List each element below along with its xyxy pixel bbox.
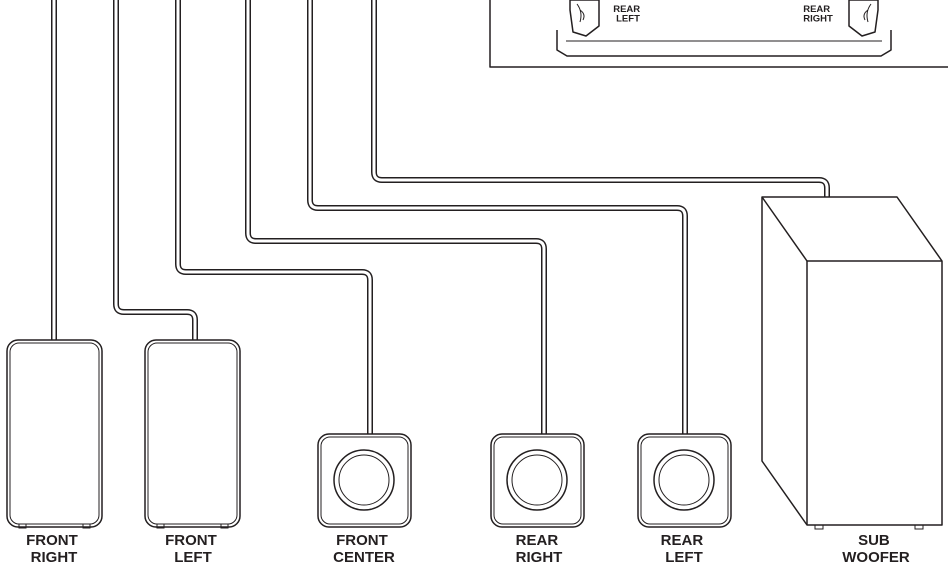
front-center-speaker (317, 433, 412, 528)
panel-rear-right-label: REAR RIGHT (803, 4, 833, 25)
rear-left-label: REAR LEFT (661, 532, 708, 566)
front-right-speaker (6, 339, 103, 529)
cable-front-center (175, 0, 373, 434)
listening-position-panel: REAR LEFT REAR RIGHT (489, 0, 948, 68)
cable-front-left (113, 0, 198, 340)
panel-rear-left-speaker-icon (569, 0, 600, 37)
front-left-speaker (144, 339, 241, 529)
panel-rear-right-speaker-icon (848, 0, 879, 37)
cable-rear-right (245, 0, 547, 434)
front-left-label: FRONT LEFT (165, 532, 221, 566)
subwoofer-label: SUB WOOFER (842, 532, 910, 566)
subwoofer-speaker (761, 196, 943, 530)
cable-subwoofer (371, 0, 830, 197)
rear-right-label: REAR RIGHT (516, 532, 563, 566)
rear-left-speaker (637, 433, 732, 528)
cable-rear-left (307, 0, 688, 434)
rear-right-speaker (490, 433, 585, 528)
front-center-label: FRONT CENTER (333, 532, 395, 566)
front-right-label: FRONT RIGHT (26, 532, 82, 566)
panel-rear-left-label: REAR LEFT (613, 4, 643, 25)
